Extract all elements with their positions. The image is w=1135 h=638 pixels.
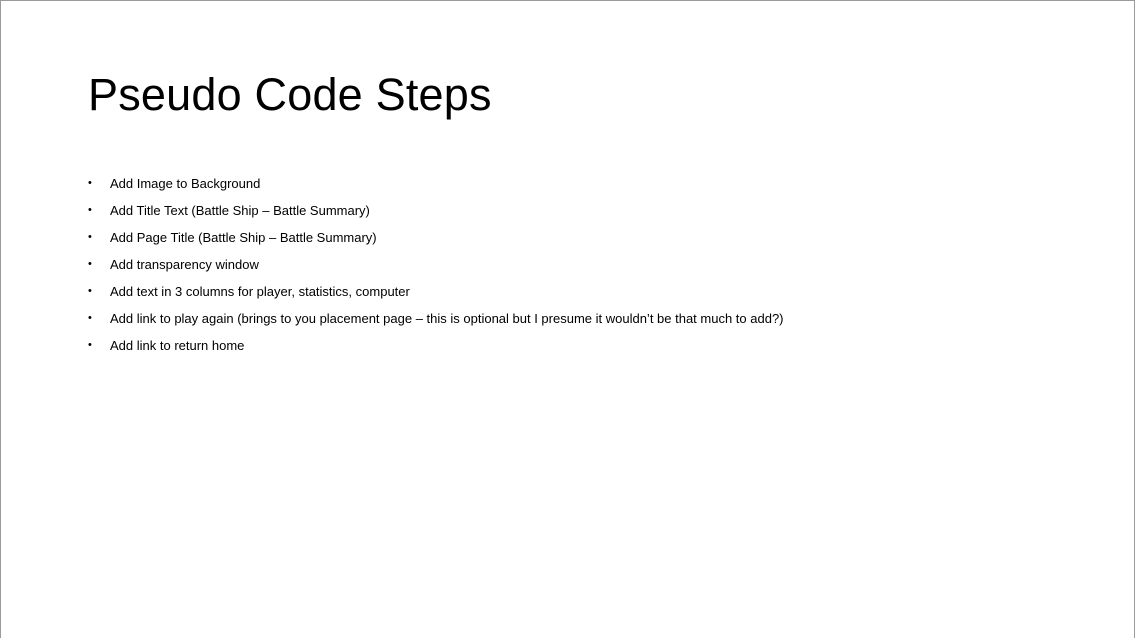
- list-item-text: Add text in 3 columns for player, statis…: [110, 284, 410, 299]
- list-item-text: Add transparency window: [110, 257, 259, 272]
- bullet-dot-icon: •: [88, 231, 92, 243]
- list-item-text: Add Title Text (Battle Ship – Battle Sum…: [110, 203, 370, 218]
- bullet-dot-icon: •: [88, 258, 92, 270]
- list-item-text: Add link to return home: [110, 338, 245, 353]
- bullet-dot-icon: •: [88, 177, 92, 189]
- slide-title: Pseudo Code Steps: [88, 69, 492, 120]
- list-item-text: Add Image to Background: [110, 176, 261, 191]
- bullet-dot-icon: •: [88, 312, 92, 324]
- bullet-dot-icon: •: [88, 339, 92, 351]
- list-item-text: Add Page Title (Battle Ship – Battle Sum…: [110, 230, 377, 245]
- bullet-dot-icon: •: [88, 285, 92, 297]
- bullet-dot-icon: •: [88, 204, 92, 216]
- list-item-text: Add link to play again (brings to you pl…: [110, 311, 784, 326]
